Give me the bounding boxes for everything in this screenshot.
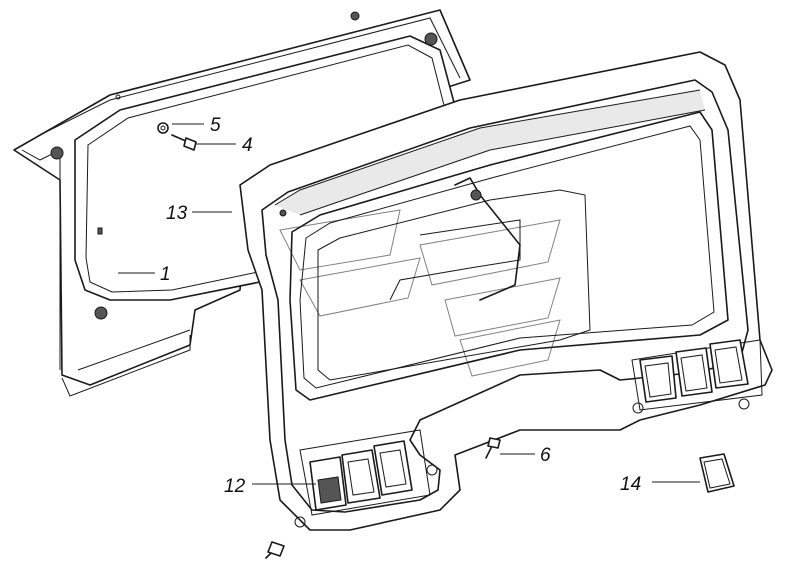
blank-plug-part-14	[699, 453, 735, 493]
front-housing	[239, 51, 773, 531]
rocker-switch-12	[309, 456, 347, 511]
callout-14: 14	[620, 474, 641, 495]
screw-part-6	[485, 437, 501, 459]
leader-lines	[118, 123, 700, 485]
screw-loose-bottom	[265, 541, 285, 559]
rocker-switch	[675, 347, 713, 397]
rocker-switch	[373, 440, 413, 496]
washer-part-5	[157, 122, 169, 134]
callout-6: 6	[540, 445, 551, 466]
left-switch-group	[309, 440, 413, 511]
callout-1: 1	[160, 264, 171, 285]
callout-13: 13	[166, 203, 188, 224]
rocker-switch	[341, 449, 381, 504]
rocker-switch	[709, 339, 749, 389]
pin	[115, 94, 121, 100]
callout-4: 4	[242, 135, 253, 156]
watermark-logo	[279, 209, 561, 377]
screw-part-4	[171, 134, 197, 151]
rocker-switch	[639, 355, 677, 403]
right-switch-group	[639, 339, 749, 403]
callout-12: 12	[224, 476, 246, 497]
callout-5: 5	[210, 115, 221, 136]
